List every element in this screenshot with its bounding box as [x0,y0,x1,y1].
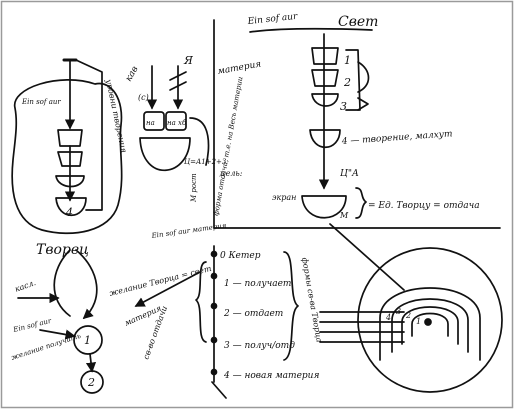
left-return-line [75,59,103,211]
spine-dot-4 [210,368,218,376]
arch-2 [391,298,469,353]
node-link [85,353,97,373]
kav-diagram [139,65,210,172]
label-c2: 2 — отдает [223,309,283,319]
label-m: М [339,211,349,220]
label-ein-sof-top: Ein sof aur [246,12,298,27]
label-n3: 3 [340,100,347,113]
label-hb: на хб [167,119,187,127]
stack-bowl [301,195,347,219]
vessel-1 [57,129,83,147]
label-n2: 2 [343,76,351,89]
kav-return [189,117,210,166]
label-tvorets: Творец [36,242,89,258]
label-kasl: касл. [14,278,37,294]
spine-diagram [195,245,299,399]
label-sp3: 3 [396,307,401,316]
label-step4: 4 — творение, малхут [341,129,453,147]
label-svet: Свет [338,14,378,30]
node-1-circle [73,325,103,355]
box-na [143,111,165,131]
tvorets-arc-left [53,249,71,317]
arch-1 [379,287,481,361]
label-urovni: уровни творения [104,78,129,154]
spine-dot-1 [210,272,218,280]
label-node2: 2 [87,376,95,389]
label-c: (с) [138,93,149,102]
label-node1: 1 [84,334,91,347]
tvorets-arc-right [75,249,98,320]
box-hb [165,111,187,131]
spine-bottom-hook [211,381,227,399]
label-n1: 1 [344,54,351,67]
left-arrow-to-node [39,329,76,340]
label-sp2: 2 [405,311,411,320]
spine-dot-2 [210,302,218,310]
top-right-diagram [213,19,501,291]
kavana-arrow [134,271,201,307]
label-nrost: М рост [190,173,198,203]
spine-brace-left [195,261,207,343]
arch-4 [411,312,449,337]
brace-ekran [355,187,367,219]
vessel-3 [55,175,85,188]
label-sp4: 4 [385,313,391,322]
left-blob-diagram [11,58,123,235]
stack-vessel-2 [311,69,339,87]
stack-vessel-1 [311,47,339,65]
label-tsel: цель: [220,169,243,178]
svet-underline [249,27,373,33]
circle-diagram [319,247,503,393]
label-row123: Ц=А1+2+3 [184,158,227,166]
stack-vessel-3 [311,93,339,107]
spine-dot-0 [210,250,218,258]
label-c4: 4 — новая материя [223,371,319,381]
label-materia-top: материя [217,59,262,77]
blob-outline [11,79,123,235]
arch-3 [401,306,459,345]
outer-circle [357,247,503,393]
kav-bowl [139,137,191,172]
label-zhelanie: желание получить [10,332,82,362]
tvorets-diagram [17,249,201,394]
label-keter: 0 Кетер [220,251,261,261]
loop-1-2 [357,61,370,93]
label-formy: формы св-ва Творца [300,257,324,343]
spine-brace-right [283,251,299,361]
vessel-2 [57,151,83,167]
loop-3 [357,97,369,111]
vessel-4 [55,197,87,216]
labels: Ein sof aur Свет материя 1 2 3 4 — творе… [10,12,479,389]
label-ekran: экран [272,193,296,202]
label-sp1: 1 [416,317,421,326]
core-dot [424,318,432,326]
label-tsel-body: форма отдачи, т.е. на Весь материи [212,76,244,217]
label-c3: 3 — получ/отд [224,341,295,351]
line-to-circle [329,223,405,291]
label-left4: 4 [65,206,73,219]
stack-vessel-4 [309,129,341,148]
label-na: на [146,119,155,127]
spine-dot-3 [210,336,218,344]
label-kav: кав [124,65,141,84]
label-ein-sof-left: Ein sof aur [21,98,61,106]
label-formula: = Ед. Творцу = отдача [368,201,480,211]
label-c1: 1 — получает [224,279,291,289]
ya-cross [169,71,187,91]
label-ya: Я [183,54,194,67]
bracket-right [345,49,361,111]
label-aleph-yud: Ц"А [340,169,359,179]
label-ein-sof-center: Ein sof aur материя [150,222,227,241]
